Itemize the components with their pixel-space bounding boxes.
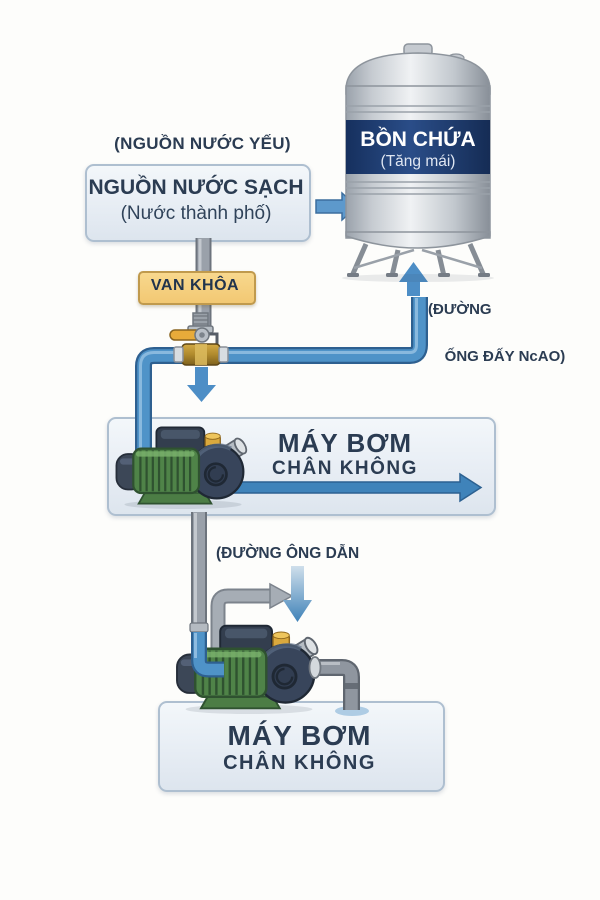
discharge-pipe-note: (ĐƯỜNG ỐNG ĐẤY NcAO) xyxy=(428,298,565,368)
valve-label: VAN KHÔA xyxy=(150,277,240,294)
pump1-box-title: MÁY BƠM xyxy=(277,428,413,458)
ball-valve-illustration xyxy=(169,312,229,366)
discharge-note-line2: ỐNG ĐẤY NcAO) xyxy=(444,347,566,365)
pump1-box-subtitle: CHÂN KHÔNG xyxy=(272,458,418,479)
flow-arrow-down-valve-icon xyxy=(187,367,216,402)
weak-source-note: (NGUỒN NƯỚC YẾU) xyxy=(114,134,291,153)
clean-water-source-box xyxy=(85,164,311,242)
pump2-box-title: MÁY BƠM xyxy=(227,720,372,751)
vacuum-pump-box-2 xyxy=(158,701,445,792)
water-tank-illustration: BỒN CHỨA (Tăng mái) xyxy=(342,43,494,282)
pump2-box-subtitle: CHÂN KHÔNG xyxy=(223,752,376,774)
tank-label-band xyxy=(346,120,490,174)
flow-arrow-down-gradient-icon xyxy=(283,566,312,622)
discharge-note-line1: (ĐƯỜNG xyxy=(428,301,492,318)
source-box-title: NGUỒN NƯỚC SẠCH xyxy=(88,176,304,199)
tank-title: BỒN CHỨA xyxy=(360,127,475,151)
tank-legs xyxy=(349,242,487,278)
source-box-subtitle: (Nước thành phố) xyxy=(120,203,272,224)
conduit-pipe-note: (ĐƯỜNG ÔNG DẪN xyxy=(216,545,360,562)
vacuum-pump-1-illustration xyxy=(112,421,254,510)
tank-subtitle: (Tăng mái) xyxy=(381,153,456,170)
vacuum-pump-2-illustration xyxy=(172,619,326,715)
